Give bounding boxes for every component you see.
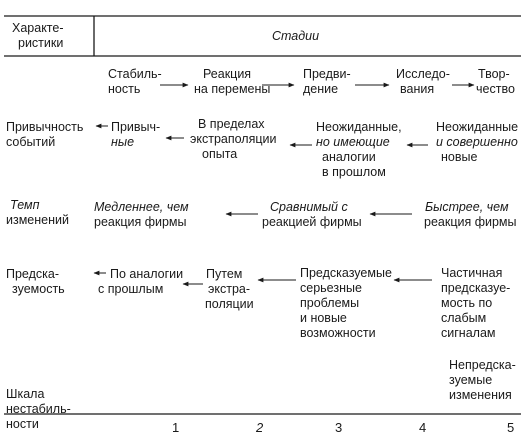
scale-label-line2: нестабиль- [6, 402, 71, 416]
row-label-predictability-line1: Предска- [6, 267, 60, 281]
familiarity-cell-1-line1: Привыч- [111, 120, 161, 134]
row-label-familiarity-line1: Привычность [6, 120, 84, 134]
predictability-cell-4-line4: слабым [441, 311, 487, 325]
predictability-cell-4-line3: мость по [441, 296, 493, 310]
stage-2-line1: Реакция [203, 67, 252, 81]
row-label-predictability-line2: зуемость [12, 282, 65, 296]
familiarity-cell-3-line1: Неожиданные, [316, 120, 402, 134]
predictability-cell-5-line3: изменения [449, 388, 512, 402]
stage-5-line2: чество [476, 82, 515, 96]
stage-4-line2: вания [400, 82, 435, 96]
familiarity-cell-4-line2: и совершенно [436, 135, 518, 149]
familiarity-cell-4-line1: Неожиданные [436, 120, 519, 134]
familiarity-cell-2-line2: экстраполяции [190, 132, 277, 146]
predictability-cell-3-line4: и новые [300, 311, 347, 325]
predictability-cell-1-line2: с прошлым [98, 282, 164, 296]
predictability-cell-4-line1: Частичная [441, 266, 503, 280]
row-label-tempo-line2: изменений [6, 213, 69, 227]
tempo-cell-1-line2: реакция фирмы [94, 215, 187, 229]
stage-1-line1: Стабиль- [108, 67, 162, 81]
familiarity-cell-3-line4: в прошлом [322, 165, 386, 179]
scale-number-4: 4 [419, 420, 427, 435]
scale-number-3: 3 [335, 420, 343, 435]
predictability-cell-2-line3: поляции [205, 297, 254, 311]
row-label-familiarity-line2: событий [6, 135, 56, 149]
predictability-cell-3-line3: проблемы [300, 296, 360, 310]
predictability-cell-2-line2: экстра- [208, 282, 251, 296]
familiarity-cell-1-line2: ные [111, 135, 135, 149]
predictability-cell-4-line2: предсказуе- [441, 281, 511, 295]
scale-number-2: 2 [256, 420, 264, 435]
tempo-cell-3-line2: реакция фирмы [424, 215, 517, 229]
stage-3-line2: дение [303, 82, 339, 96]
tempo-cell-2-line1: Сравнимый с [270, 200, 348, 214]
tempo-cell-2-line2: реакцией фирмы [262, 215, 362, 229]
predictability-cell-3-line2: серьезные [300, 281, 362, 295]
scale-number-5: 5 [507, 420, 515, 435]
tempo-cell-3-line1: Быстрее, чем [425, 200, 509, 214]
predictability-cell-5-line2: зуемые [449, 373, 493, 387]
familiarity-cell-3-line3: аналогии [322, 150, 376, 164]
predictability-cell-3-line5: возможности [300, 326, 376, 340]
familiarity-cell-2-line1: В пределах [198, 117, 265, 131]
scale-label-line3: ности [6, 417, 39, 431]
stage-4-line1: Исследо- [396, 67, 450, 81]
predictability-cell-5-line1: Непредска- [449, 358, 516, 372]
header-stages: Стадии [272, 29, 320, 43]
familiarity-cell-4-line3: новые [441, 150, 478, 164]
stage-3-line1: Предви- [303, 67, 351, 81]
stage-2-line2: на перемены [194, 82, 271, 96]
header-characteristics-line2: ристики [18, 36, 64, 50]
familiarity-cell-2-line3: опыта [202, 147, 238, 161]
header-characteristics-line1: Характе- [12, 21, 64, 35]
familiarity-cell-3-line2: но имеющие [316, 135, 390, 149]
stage-1-line2: ность [108, 82, 141, 96]
stage-5-line1: Твор- [478, 67, 510, 81]
scale-number-1: 1 [172, 420, 180, 435]
predictability-cell-3-line1: Предсказуемые [300, 266, 392, 280]
predictability-cell-4-line5: сигналам [441, 326, 496, 340]
scale-label-line1: Шкала [6, 387, 45, 401]
predictability-cell-1-line1: По аналогии [110, 267, 184, 281]
row-label-tempo-line1: Темп [10, 198, 40, 212]
tempo-cell-1-line1: Медленнее, чем [94, 200, 189, 214]
predictability-cell-2-line1: Путем [206, 267, 243, 281]
